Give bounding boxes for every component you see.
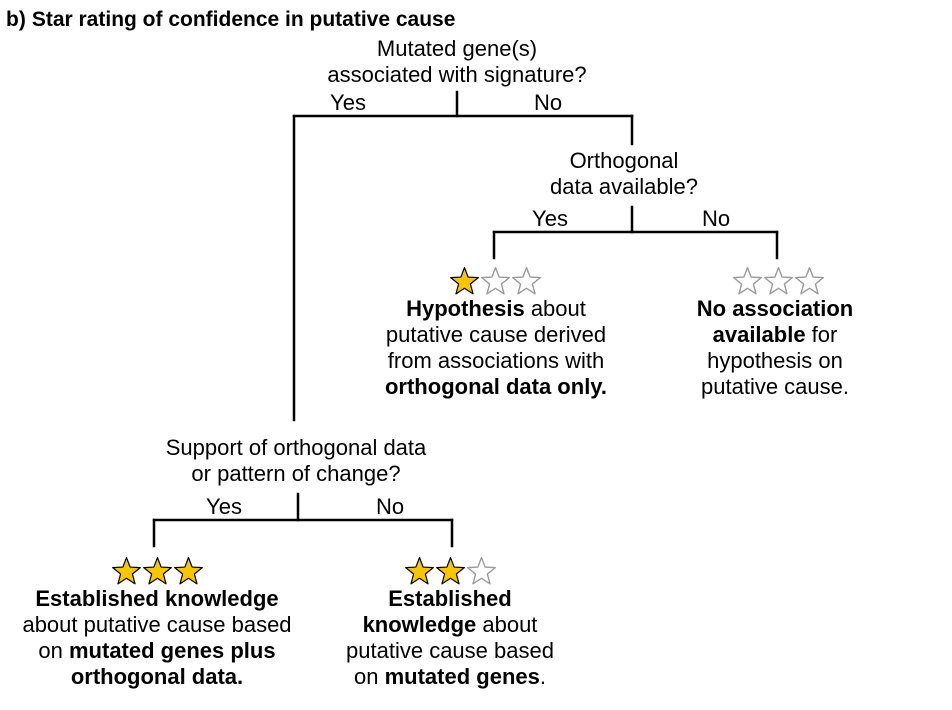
- filled-star-icon: [436, 557, 465, 585]
- no-association-outcome: No association available for hypothesis …: [697, 296, 853, 400]
- root-no-label: No: [533, 90, 563, 115]
- orthogonal-question-line2: data available?: [549, 174, 699, 199]
- established-genes-outcome: Established knowledge about putative cau…: [346, 586, 554, 690]
- hypothesis-star-rating: [449, 266, 542, 296]
- root-question-line2: associated with signature?: [327, 62, 587, 87]
- established-plus-line4-bold: orthogonal data.: [70, 664, 244, 689]
- no-association-star-rating: [732, 266, 825, 296]
- no-association-line1-bold: No association: [696, 296, 854, 321]
- empty-star-icon: [467, 556, 496, 585]
- hypothesis-line1-bold: Hypothesis: [406, 296, 525, 321]
- established-genes-line4-bold: mutated genes: [384, 664, 540, 689]
- support-question-line1: Support of orthogonal data: [165, 435, 427, 460]
- no-association-line2-bold: available: [712, 322, 806, 347]
- support-question: Support of orthogonal data or pattern of…: [166, 435, 427, 487]
- filled-star-icon: [450, 267, 479, 295]
- empty-star-icon: [764, 266, 793, 295]
- established-plus-line1-bold: Established knowledge: [35, 586, 279, 611]
- hypothesis-line2: putative cause derived: [385, 322, 607, 347]
- established-genes-line2-bold: knowledge: [362, 612, 477, 637]
- hypothesis-line4-bold: orthogonal data only.: [384, 374, 608, 399]
- orthogonal-no-label: No: [701, 206, 731, 231]
- established-genes-line1-bold: Established: [388, 586, 512, 611]
- established-genes-line4-post: .: [539, 664, 546, 689]
- root-question-line1: Mutated gene(s): [376, 36, 538, 61]
- hypothesis-line1-rest: about: [524, 296, 586, 321]
- filled-star-icon: [174, 557, 203, 585]
- established-genes-line2-rest: about: [476, 612, 538, 637]
- established-genes-star-rating: [404, 556, 497, 586]
- no-association-line3: hypothesis on: [707, 348, 843, 373]
- established-genes-line4-pre: on: [354, 664, 385, 689]
- established-genes-line3: putative cause based: [346, 638, 554, 663]
- figure-title: Star rating of confidence in putative ca…: [31, 8, 456, 31]
- established-plus-outcome: Established knowledge about putative cau…: [22, 586, 291, 690]
- filled-star-icon: [405, 557, 434, 585]
- figure-title-row: b)Star rating of confidence in putative …: [6, 6, 455, 33]
- orthogonal-question: Orthogonal data available?: [550, 148, 698, 200]
- hypothesis-outcome: Hypothesis about putative cause derived …: [385, 296, 607, 400]
- orthogonal-question-line1: Orthogonal: [569, 148, 679, 173]
- empty-star-icon: [733, 266, 762, 295]
- support-no-label: No: [375, 494, 405, 519]
- filled-star-icon: [143, 557, 172, 585]
- hypothesis-line3: from associations with: [387, 348, 605, 373]
- empty-star-icon: [795, 266, 824, 295]
- no-association-line4: putative cause.: [701, 374, 849, 399]
- support-yes-label: Yes: [206, 494, 242, 519]
- established-plus-line3-bold: mutated genes plus: [69, 638, 276, 663]
- empty-star-icon: [481, 266, 510, 295]
- root-yes-label: Yes: [330, 90, 366, 115]
- root-question: Mutated gene(s) associated with signatur…: [327, 36, 586, 88]
- established-plus-star-rating: [111, 556, 204, 586]
- empty-star-icon: [512, 266, 541, 295]
- panel-label: b): [6, 8, 26, 31]
- established-plus-line3-pre: on: [38, 638, 69, 663]
- support-question-line2: or pattern of change?: [191, 461, 401, 486]
- no-association-line2-rest: for: [805, 322, 838, 347]
- established-plus-line2: about putative cause based: [22, 612, 292, 637]
- orthogonal-yes-label: Yes: [532, 206, 568, 231]
- filled-star-icon: [112, 557, 141, 585]
